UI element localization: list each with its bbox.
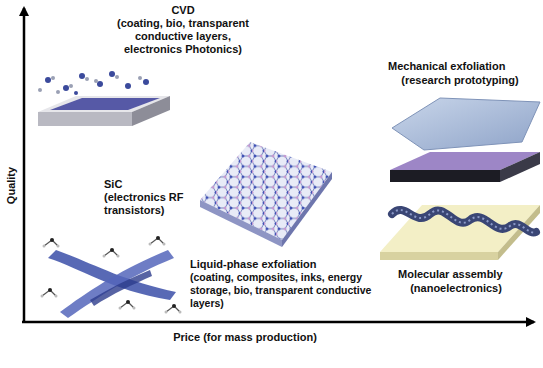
method-name: SiC: [104, 178, 196, 191]
mechanical-figure: [390, 98, 540, 182]
sic-figure: [200, 142, 332, 247]
method-uses: (research prototyping): [390, 74, 530, 87]
method-uses: (coating, composites, inks, energy stora…: [190, 271, 395, 310]
axis-label: Price (for mass production): [145, 331, 345, 344]
method-uses: (nanoelectronics): [400, 282, 512, 295]
cvd-figure: [38, 71, 170, 126]
method-name: CVD: [108, 4, 258, 17]
molecular-figure: [380, 205, 540, 260]
method-uses: (coating, bio, transparent conductive la…: [108, 17, 258, 56]
method-name: Liquid-phase exfoliation: [190, 258, 395, 271]
axis-label: Quality: [6, 166, 19, 203]
liquid-figure: [41, 236, 182, 318]
method-name: Molecular assembly: [398, 268, 538, 281]
method-name: Mechanical exfoliation: [388, 60, 538, 73]
method-uses: (electronics RF transistors): [104, 191, 196, 217]
